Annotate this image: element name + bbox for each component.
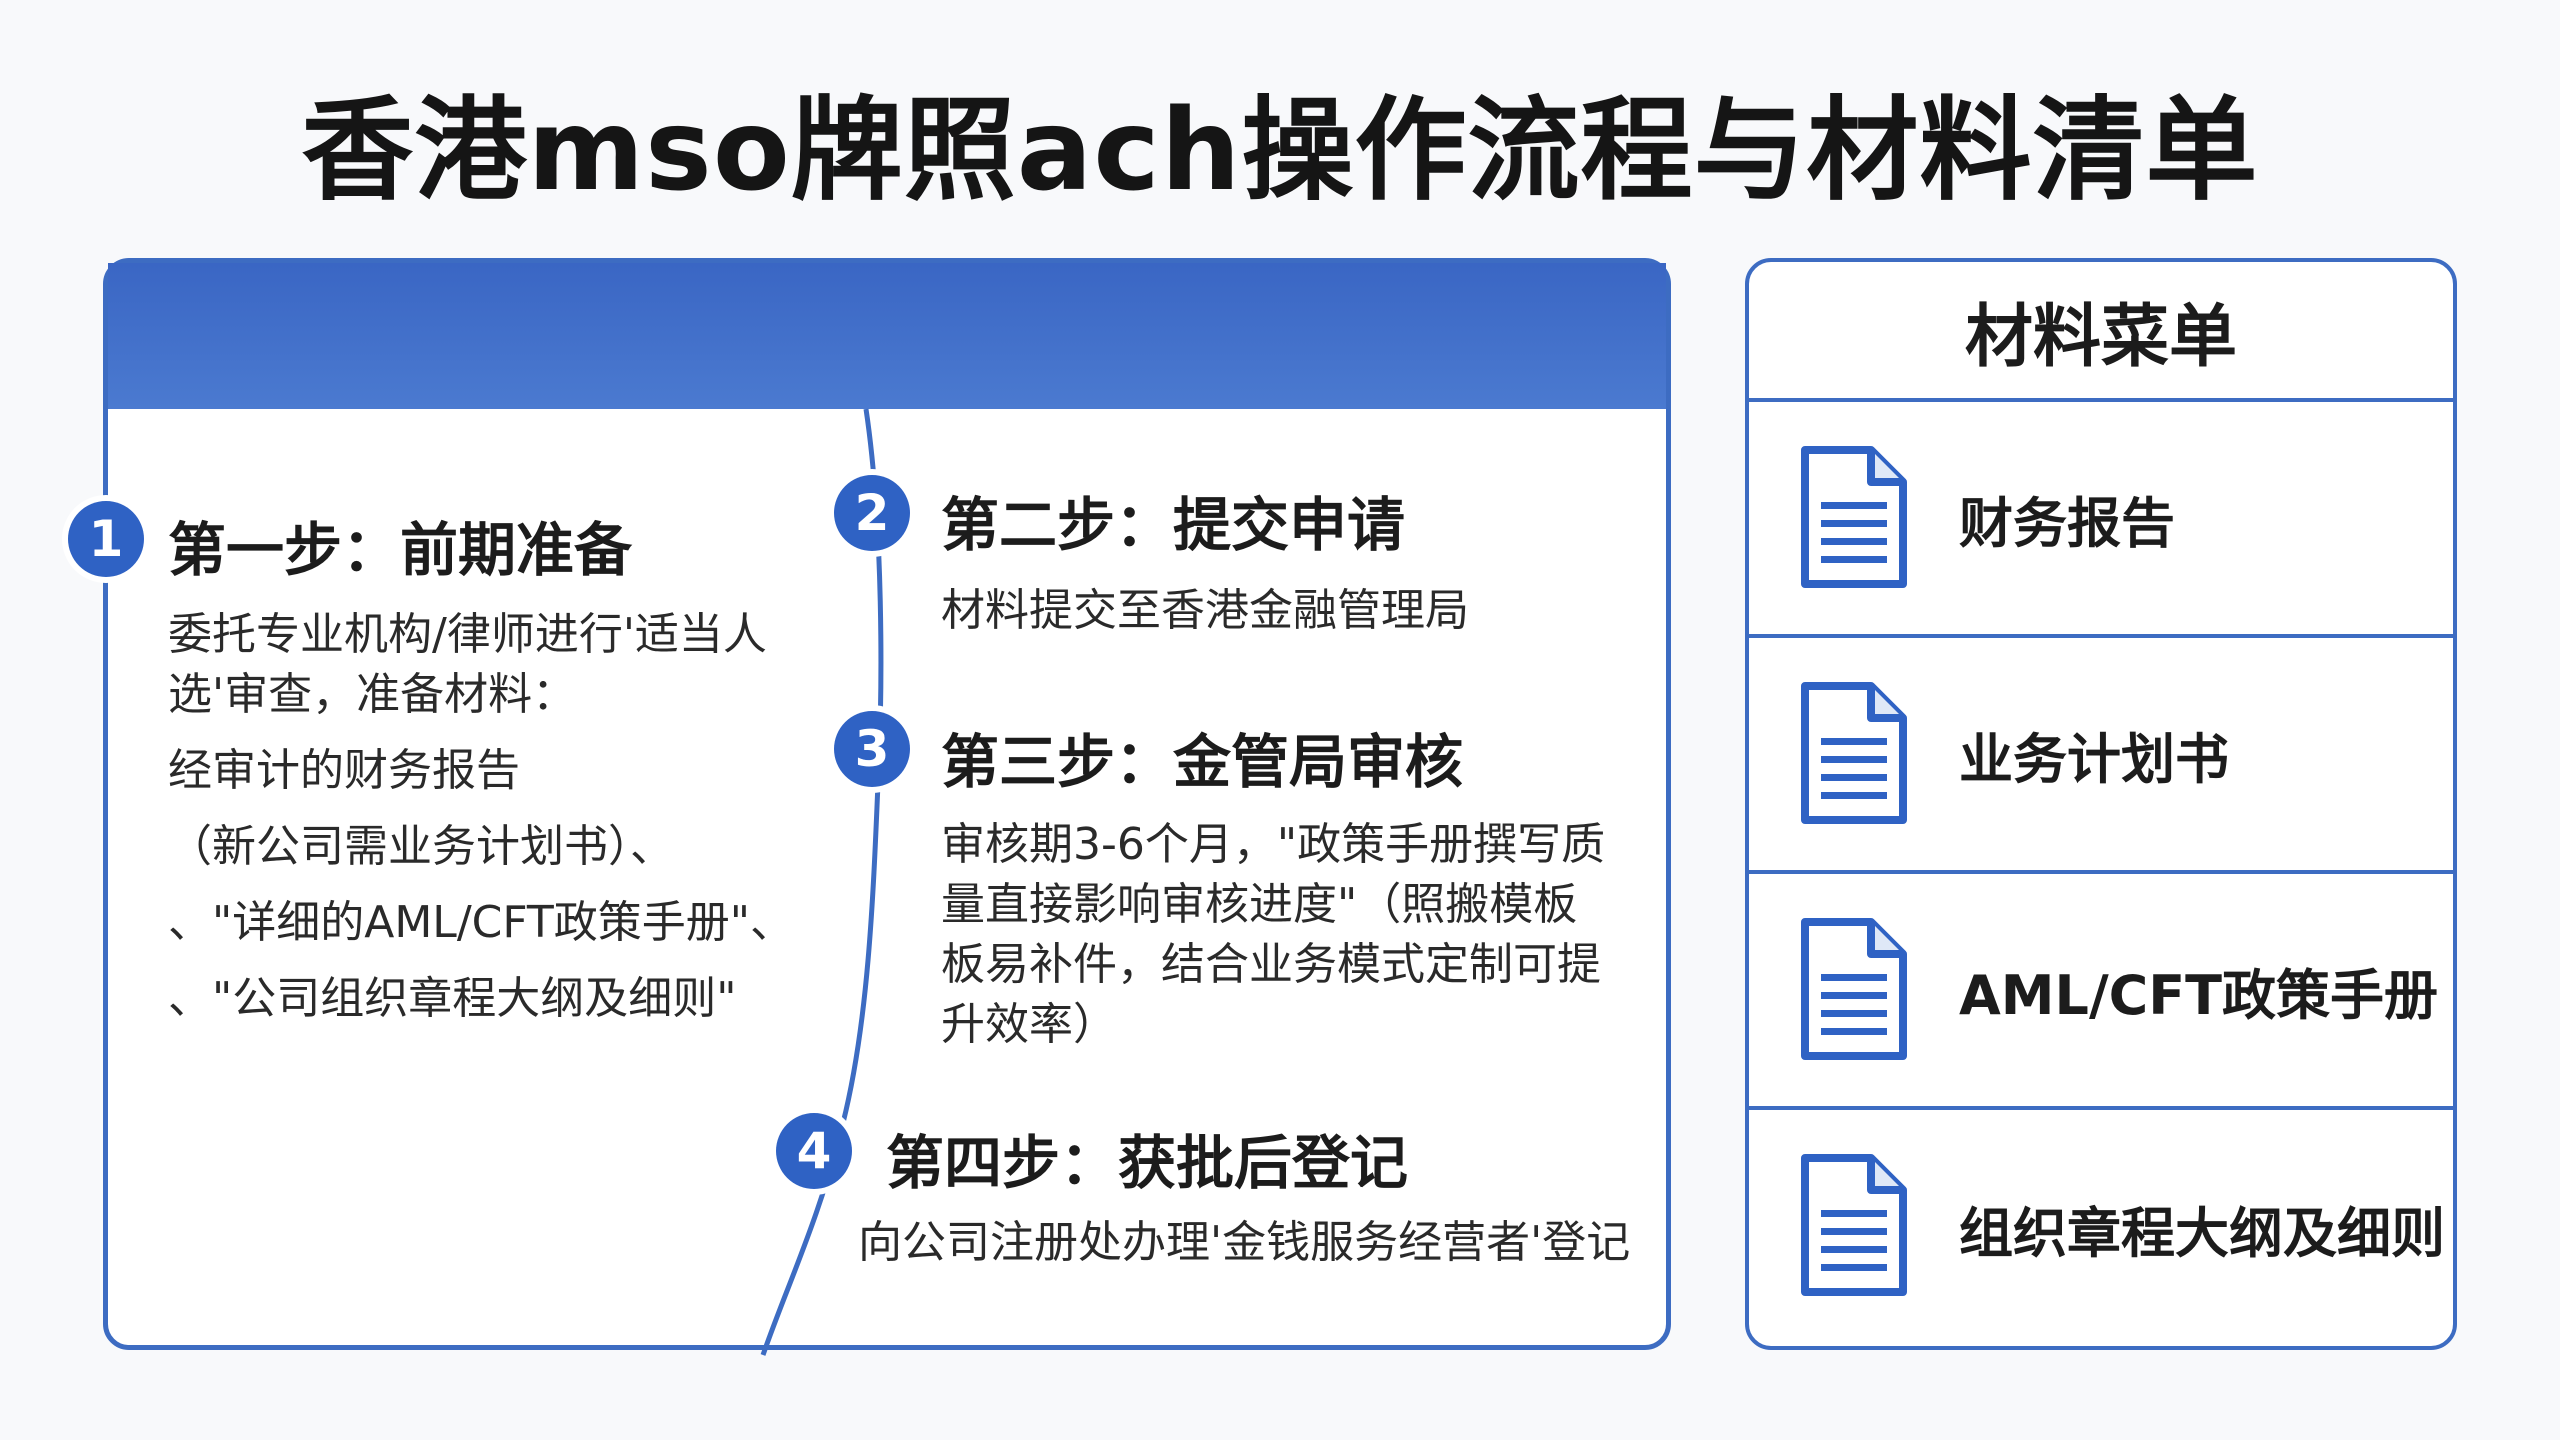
step-2-line: 材料提交至香港金融管理局 [941,585,1469,636]
step-3-title: 第三步：金管局审核 [941,728,1464,796]
step-3-line: 升效率） [941,999,1117,1050]
step-4-title: 第四步：获批后登记 [886,1129,1409,1197]
step-2-number: 2 [834,475,910,551]
page-title: 香港mso牌照ach操作流程与材料清单 [301,86,2259,216]
material-label: AML/CFT政策手册 [1959,963,2439,1027]
step-1-number: 1 [68,501,144,577]
document-icon [1801,446,1907,588]
materials-header: 材料菜单 [1749,262,2453,402]
step-1-line: 、"公司组织章程大纲及细则" [168,973,737,1024]
step-1-line: 、"详细的AML/CFT政策手册"、 [168,897,795,948]
step-3-line: 审核期3-6个月，"政策手册撰写质 [941,819,1606,870]
step-4-description: 向公司注册处办理'金钱服务经营者'登记 [858,1213,1658,1273]
material-item-articles-of-association: 组织章程大纲及细则 [1749,1110,2453,1346]
document-icon [1801,918,1907,1060]
document-icon [1801,682,1907,824]
step-2-description: 材料提交至香港金融管理局 [941,581,1641,641]
step-3-line: 板易补件，结合业务模式定制可提 [941,939,1601,990]
step-1-line: 经审计的财务报告 [168,745,520,796]
material-item-aml-cft-manual: AML/CFT政策手册 [1749,874,2453,1110]
step-1-description: 委托专业机构/律师进行'适当人 选'审查，准备材料： 经审计的财务报告 （新公司… [168,605,848,1029]
step-4-line: 向公司注册处办理'金钱服务经营者'登记 [858,1217,1631,1268]
step-3-number: 3 [834,711,910,787]
material-label: 组织章程大纲及细则 [1959,1201,2445,1265]
step-1-line: （新公司需业务计划书）、 [168,821,674,872]
step-1-line: 委托专业机构/律师进行'适当人 [168,609,767,660]
step-4-number: 4 [776,1113,852,1189]
material-item-business-plan: 业务计划书 [1749,638,2453,874]
step-1-line: 选'审查，准备材料： [168,669,577,720]
step-3-description: 审核期3-6个月，"政策手册撰写质 量直接影响审核进度"（照搬模板 板易补件，结… [941,815,1661,1055]
materials-panel: 材料菜单 财务报告 业务计划书 [1745,258,2457,1350]
material-label: 业务计划书 [1959,727,2229,791]
step-3-line: 量直接影响审核进度"（照搬模板 [941,879,1578,930]
material-label: 财务报告 [1959,491,2175,555]
flow-panel: 1 第一步：前期准备 委托专业机构/律师进行'适当人 选'审查，准备材料： 经审… [68,258,1671,1356]
flow-connector-line [760,408,884,1356]
material-item-financial-report: 财务报告 [1749,402,2453,638]
flow-panel-header [108,263,1666,409]
step-1-title: 第一步：前期准备 [168,516,633,584]
document-icon [1801,1154,1907,1296]
step-2-title: 第二步：提交申请 [941,491,1406,559]
